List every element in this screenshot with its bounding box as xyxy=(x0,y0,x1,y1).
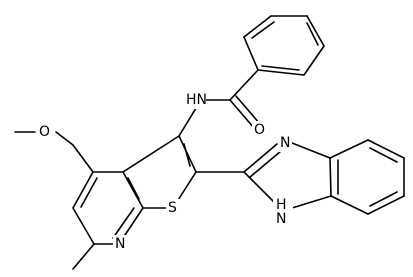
bond xyxy=(243,36,259,71)
amide-nh-label: HN xyxy=(186,92,207,108)
label-background xyxy=(273,195,293,223)
bond xyxy=(229,99,255,129)
bond xyxy=(330,195,369,215)
bond xyxy=(72,207,95,245)
bond xyxy=(183,143,191,167)
bonds xyxy=(14,15,405,270)
bond xyxy=(261,65,300,71)
bond xyxy=(303,45,325,76)
label-background xyxy=(252,121,266,139)
bond xyxy=(122,135,180,173)
bond xyxy=(243,143,278,173)
bond xyxy=(72,243,95,270)
bond xyxy=(72,144,94,173)
bond xyxy=(235,95,261,125)
bond xyxy=(243,15,272,38)
bond xyxy=(229,69,259,101)
bond xyxy=(72,171,94,209)
bond xyxy=(127,177,140,200)
bond xyxy=(306,15,325,47)
label-background xyxy=(113,235,127,253)
carbonyl-oxygen-label: O xyxy=(254,122,265,138)
label-background xyxy=(36,123,54,141)
bond xyxy=(291,195,332,209)
thiophene-sulfur-label: S xyxy=(168,200,177,216)
bond xyxy=(243,171,276,204)
bond xyxy=(329,139,369,159)
bond xyxy=(369,147,398,163)
ether-oxygen-label: O xyxy=(39,124,50,140)
bond xyxy=(112,207,135,239)
label-background xyxy=(166,199,180,217)
bond xyxy=(249,150,282,178)
bond xyxy=(251,21,275,39)
bond xyxy=(367,139,405,159)
bond xyxy=(257,69,305,76)
bond xyxy=(329,157,332,197)
pyridine-nitrogen-label: N xyxy=(115,236,125,252)
label-background xyxy=(278,134,292,152)
bond xyxy=(369,191,398,207)
bond xyxy=(55,131,74,146)
bond xyxy=(291,142,331,159)
bond xyxy=(122,171,144,209)
bond xyxy=(80,177,98,208)
label-background xyxy=(184,91,206,109)
bond xyxy=(367,195,405,215)
bond xyxy=(306,22,319,46)
imidazole-nitrogen-label: N xyxy=(280,135,290,151)
